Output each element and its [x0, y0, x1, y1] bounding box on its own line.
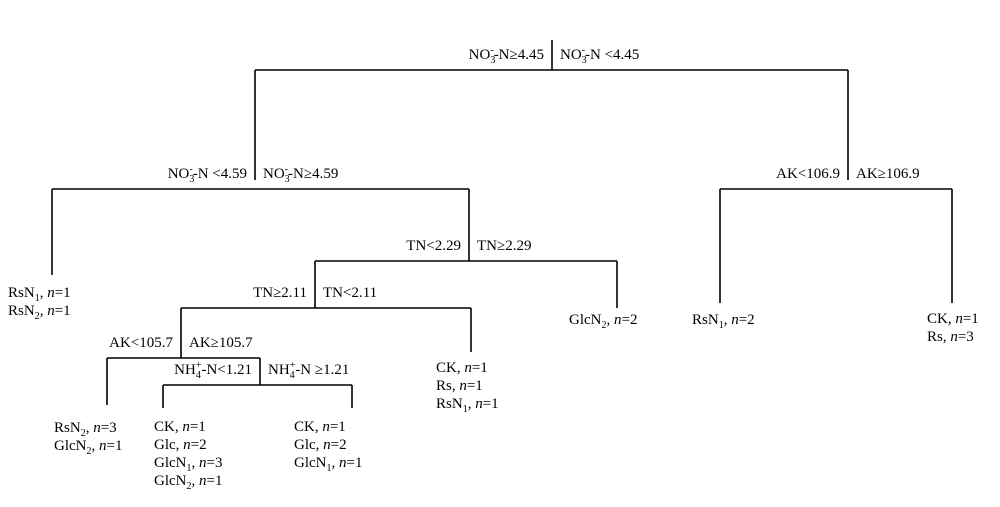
leaf-d-line-3: GlcN1, n=1	[294, 455, 362, 474]
leaf-b-line-1: RsN2, n=3	[54, 420, 117, 439]
leaf-d-line-1: CK, n=1	[294, 419, 346, 435]
leaf-a-line-2: RsN2, n=1	[8, 303, 71, 322]
leaf-e-line-3: RsN1, n=1	[436, 396, 499, 415]
leaf-b-line-2: GlcN2, n=1	[54, 438, 122, 457]
n6-left-label: NH4+-N<1.21	[174, 360, 252, 381]
leaf-a-line-1: RsN1, n=1	[8, 285, 71, 304]
n3-left-label: TN<2.29	[406, 238, 461, 254]
leaf-e-line-1: CK, n=1	[436, 360, 488, 376]
n1-left-label: NO3--N <4.59	[168, 164, 247, 185]
n6-right-label: NH4+-N ≥1.21	[268, 360, 349, 381]
leaf-h-line-1: CK, n=1	[927, 311, 979, 327]
n4-right-label: TN<2.11	[323, 285, 377, 301]
leaf-g-line-1: RsN1, n=2	[692, 312, 755, 331]
n4-left-label: TN≥2.11	[253, 285, 307, 301]
leaf-c-line-3: GlcN1, n=3	[154, 455, 222, 474]
leaf-d-line-2: Glc, n=2	[294, 437, 347, 453]
leaf-f-line-1: GlcN2, n=2	[569, 312, 637, 331]
n5-right-label: AK≥105.7	[189, 335, 253, 351]
leaf-c-line-4: GlcN2, n=1	[154, 473, 222, 492]
leaf-c-line-1: CK, n=1	[154, 419, 206, 435]
n3-right-label: TN≥2.29	[477, 238, 531, 254]
n2-right-label: AK≥106.9	[856, 166, 920, 182]
leaf-c-line-2: Glc, n=2	[154, 437, 207, 453]
n1-right-label: NO3--N≥4.59	[263, 164, 338, 185]
leaf-h-line-2: Rs, n=3	[927, 329, 974, 345]
leaf-e-line-2: Rs, n=1	[436, 378, 483, 394]
n5-left-label: AK<105.7	[109, 335, 173, 351]
root-right-label: NO3--N <4.45	[560, 45, 639, 66]
n2-left-label: AK<106.9	[776, 166, 840, 182]
root-left-label: NO3--N≥4.45	[469, 45, 544, 66]
